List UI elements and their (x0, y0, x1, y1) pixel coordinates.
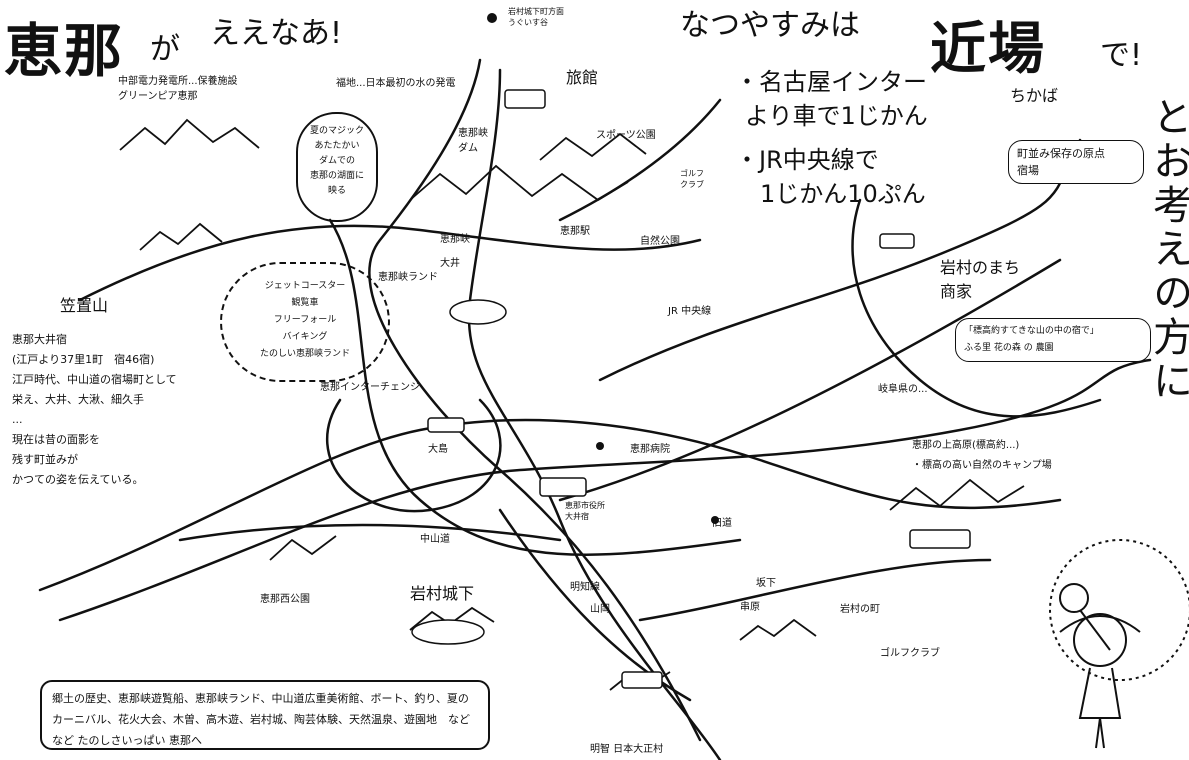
label-nakasendo: 中山道 (420, 534, 450, 545)
label-sakura: 坂下 (756, 578, 776, 589)
net-icon (1059, 583, 1089, 613)
station-marks (487, 13, 719, 524)
pond (411, 619, 485, 645)
history-text: 恵那大井宿 (江戸より37里1町 宿46宿) 江戸時代、中山道の宿場町として 栄… (12, 333, 177, 486)
label-bottom: 明智 日本大正村 (590, 744, 664, 755)
label-right-lower: 恵那の上高原(標高約...) ・標高の高い自然のキャンプ場 (912, 440, 1052, 471)
label-interchange: 恵那インターチェンジ (320, 382, 420, 393)
station-dot-icon (487, 13, 497, 23)
town-southeast (909, 529, 971, 549)
road-east-2 (558, 258, 1062, 502)
title-ga: が (150, 32, 180, 67)
label-west-park: 恵那西公園 (260, 594, 310, 605)
label-old-road: 旧道 (712, 518, 732, 529)
access-line-3: ・JR中央線で (735, 146, 879, 174)
label-hot-spring: 岩村城下町方面 うぐいす谷 (508, 7, 564, 27)
label-mountain-club: ゴルフクラブ (880, 648, 940, 659)
station-dot-icon (711, 516, 719, 524)
net-handle-icon (1079, 609, 1111, 651)
label-ginza: 自然公園 (640, 236, 680, 247)
town-center (539, 477, 587, 497)
road-right (851, 198, 1102, 418)
jr-chuo-line (38, 418, 1062, 592)
access-line-1: ・名古屋インター (735, 68, 927, 96)
label-kushihara: 串原 (740, 602, 760, 613)
title-natsu: なつやすみは (680, 8, 860, 43)
town-hotel (504, 89, 546, 109)
label-shrine: 恵那峡 (440, 234, 470, 245)
mountain-group-se (739, 618, 817, 641)
label-oshima: 大島 (428, 444, 448, 455)
label-rest: 恵那市役所 大井宿 (565, 501, 605, 521)
label-akechi-way: 明知線 (570, 582, 600, 593)
road-west (178, 523, 562, 542)
reading-kinba: ちかば (1010, 86, 1059, 105)
label-park-sign: 恵那峡ランド (378, 272, 438, 283)
sun-icon (1049, 539, 1189, 681)
town-south (621, 671, 663, 689)
town-center-2 (427, 417, 465, 433)
character-head-icon (1073, 613, 1127, 667)
mountain-group-w (139, 222, 223, 251)
label-village-right: 岩村の町 (840, 604, 880, 615)
box-right-top: 町並み保存の原点 宿場 (1008, 140, 1144, 184)
mountain-group-c (409, 164, 629, 202)
road-se2 (498, 508, 692, 702)
label-right-box: 岩村のまち 商家 (940, 258, 1021, 301)
mountain-group-s (269, 535, 337, 561)
road-southeast (638, 558, 992, 622)
road-east (598, 138, 1082, 382)
label-right-caption: 岐阜県の... (878, 384, 928, 395)
label-landmark-center: 福地...日本最初の水の発電 (336, 78, 456, 89)
title-eenaa: ええなあ! (210, 16, 343, 51)
access-line-4: 1じかん10ぷん (760, 180, 926, 208)
title-de: で! (1100, 38, 1143, 73)
label-hospital: 恵那病院 (630, 444, 670, 455)
road-mini (558, 98, 722, 222)
label-ryokan: 旅館 (566, 68, 599, 87)
mountain-group-nw (119, 118, 260, 151)
character-hat-icon (1059, 615, 1141, 633)
label-castle-town: 岩村城下 (410, 584, 475, 603)
highway-secondary (78, 224, 702, 302)
label-jr-line: JR 中央線 (668, 306, 712, 317)
bubble-dam-magic: 夏のマジック あたたかい ダムでの 恵那の湖面に 映る (296, 112, 378, 222)
title-kinba: 近場 (930, 16, 1046, 82)
road-north (368, 58, 702, 742)
label-shinto: 大井 (440, 258, 460, 269)
town-clusters (411, 89, 971, 689)
label-golf: ゴルフ クラブ (680, 169, 704, 189)
road-network (38, 58, 1152, 760)
character-illustration (1049, 539, 1189, 749)
lake (449, 299, 507, 325)
label-sports: スポーツ公園 (596, 130, 656, 141)
road-loop (326, 398, 502, 513)
access-line-2: より車で1じかん (745, 102, 928, 130)
road-north-2 (467, 68, 722, 760)
cloud-amusement-park: ジェットコースター 観覧車 フリーフォール バイキング たのしい恵那峡ランド (220, 262, 390, 382)
vertical-phrase: とお考えの方に (1146, 96, 1189, 404)
town-east (879, 233, 915, 249)
title-enna: 恵那 (4, 17, 125, 85)
label-dam: 恵那峡 ダム (458, 128, 488, 154)
mountain-group-c2 (539, 132, 647, 161)
character-body-icon (1078, 667, 1122, 749)
label-hills: 山岡 (590, 604, 610, 615)
bottom-note: 郷土の歴史、恵那峡遊覧船、恵那峡ランド、中山道広重美術館、ボート、釣り、夏のカー… (40, 680, 490, 750)
label-kasagi: 笠置山 (60, 296, 109, 315)
label-clubhouse: 中部電力発電所...保養施設 グリーンピア恵那 (118, 76, 238, 102)
mountain-group-e (889, 478, 1025, 511)
station-dot-icon (596, 442, 604, 450)
box-right-center: 「標高約すてきな山の中の宿で」 ふる里 花の森 の 農園 (955, 318, 1151, 362)
label-center-station: 恵那駅 (560, 226, 590, 237)
